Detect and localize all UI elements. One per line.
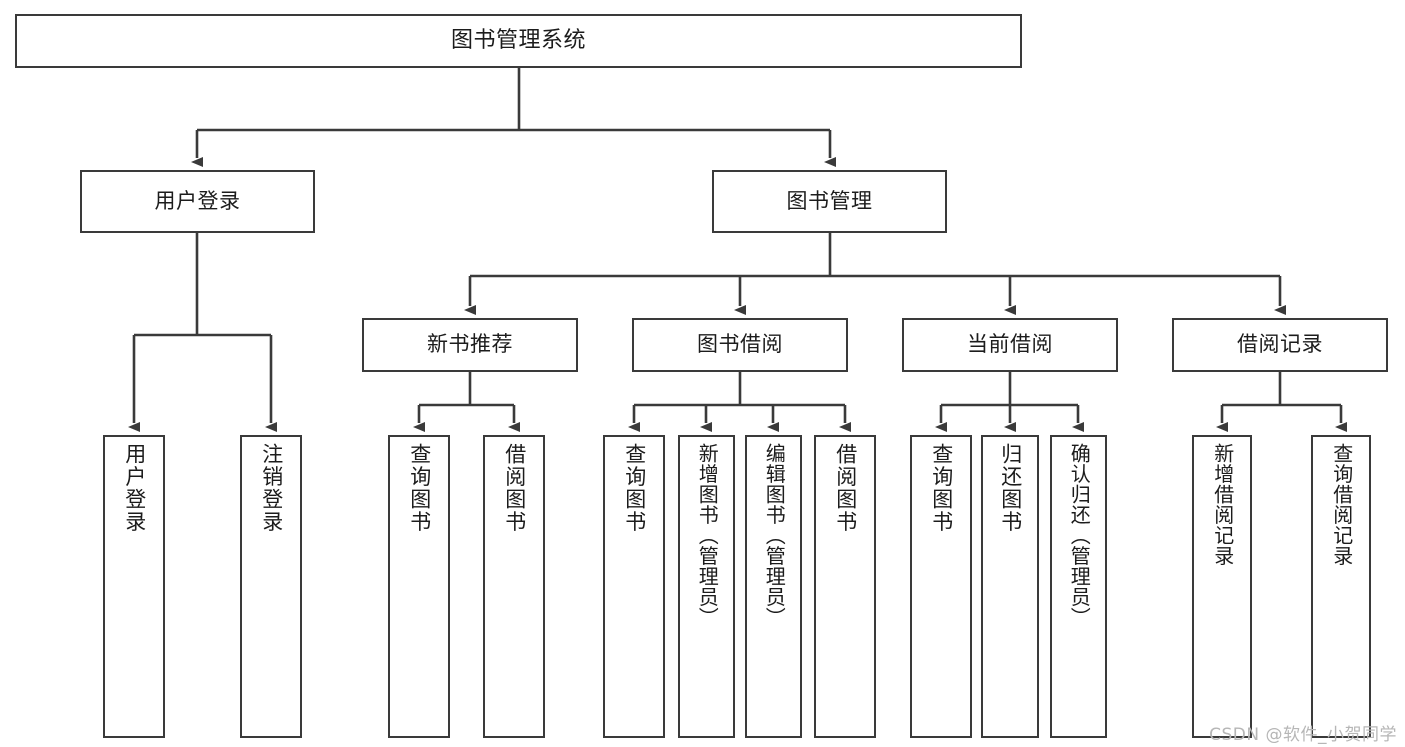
- node-label: 当前借阅: [967, 332, 1053, 357]
- leaf-record-add-record[interactable]: 新增借阅记录: [1192, 435, 1252, 738]
- node-label: 查询借阅记录: [1329, 443, 1354, 566]
- node-label: 新书推荐: [427, 332, 513, 357]
- node-label: 查询图书: [407, 443, 432, 533]
- leaf-borrow-borrow-book[interactable]: 借阅图书: [814, 435, 876, 738]
- leaf-user-login-login[interactable]: 用户登录: [103, 435, 165, 738]
- node-label: 新增图书（管理员）: [695, 443, 720, 628]
- node-label: 图书管理: [786, 188, 873, 213]
- node-book-borrow[interactable]: 图书借阅: [632, 318, 848, 372]
- node-current-borrow[interactable]: 当前借阅: [902, 318, 1118, 372]
- node-label: 查询图书: [929, 443, 954, 533]
- leaf-borrow-add-book-admin[interactable]: 新增图书（管理员）: [678, 435, 735, 738]
- leaf-recommend-query-book[interactable]: 查询图书: [388, 435, 450, 738]
- leaf-borrow-query-book[interactable]: 查询图书: [603, 435, 665, 738]
- node-label: 编辑图书（管理员）: [762, 443, 787, 628]
- leaf-user-login-logout[interactable]: 注销登录: [240, 435, 302, 738]
- node-label: 图书管理系统: [450, 27, 586, 53]
- node-label: 借阅记录: [1237, 332, 1323, 357]
- node-borrow-record[interactable]: 借阅记录: [1172, 318, 1388, 372]
- node-label: 查询图书: [622, 443, 647, 533]
- leaf-current-confirm-return-admin[interactable]: 确认归还（管理员）: [1050, 435, 1107, 738]
- watermark-text: CSDN @软件_小贺同学: [1209, 725, 1397, 745]
- node-label: 用户登录: [154, 188, 241, 213]
- node-label: 图书借阅: [697, 332, 783, 357]
- leaf-current-query-book[interactable]: 查询图书: [910, 435, 972, 738]
- leaf-borrow-edit-book-admin[interactable]: 编辑图书（管理员）: [745, 435, 802, 738]
- node-book-management[interactable]: 图书管理: [712, 170, 947, 233]
- leaf-recommend-borrow-book[interactable]: 借阅图书: [483, 435, 545, 738]
- node-label: 注销登录: [259, 443, 284, 533]
- node-label: 用户登录: [122, 443, 147, 533]
- node-user-login[interactable]: 用户登录: [80, 170, 315, 233]
- node-label: 确认归还（管理员）: [1067, 443, 1092, 628]
- node-label: 归还图书: [998, 443, 1023, 533]
- node-root-system[interactable]: 图书管理系统: [15, 14, 1022, 68]
- node-new-book-recommend[interactable]: 新书推荐: [362, 318, 578, 372]
- node-label: 借阅图书: [502, 443, 527, 533]
- leaf-record-query-record[interactable]: 查询借阅记录: [1311, 435, 1371, 738]
- leaf-current-return-book[interactable]: 归还图书: [981, 435, 1039, 738]
- node-label: 新增借阅记录: [1210, 443, 1235, 566]
- node-label: 借阅图书: [833, 443, 858, 533]
